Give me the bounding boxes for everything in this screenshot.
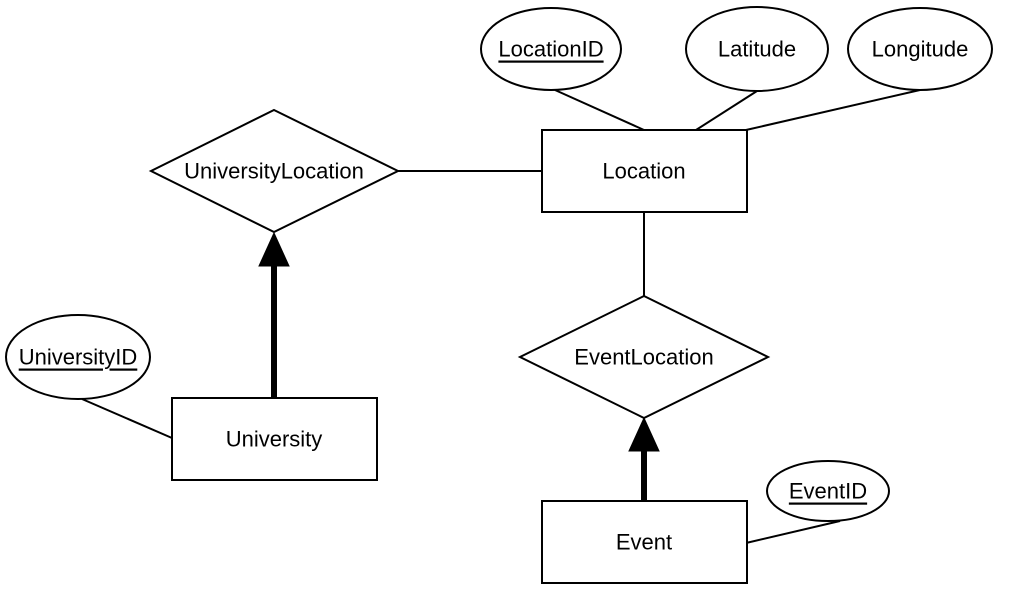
attribute-locationid: LocationID <box>480 7 622 91</box>
connector-locationid-location <box>554 89 645 131</box>
relationship-eventlocation-label: EventLocation <box>574 345 713 370</box>
arrowhead-eventlocation <box>628 416 660 452</box>
entity-university: University <box>171 397 378 481</box>
arrowhead-universitylocation <box>258 231 290 267</box>
attribute-eventid: EventID <box>766 460 890 522</box>
entity-university-label: University <box>226 427 323 452</box>
entity-location: Location <box>541 129 748 213</box>
entity-location-label: Location <box>602 159 685 184</box>
relationship-eventlocation: EventLocation <box>517 294 771 420</box>
connector-latitude-location <box>695 90 758 131</box>
relationship-universitylocation: UniversityLocation <box>148 108 401 234</box>
attribute-universityid-label: UniversityID <box>19 345 138 370</box>
entity-event: Event <box>541 500 748 584</box>
relationship-universitylocation-label: UniversityLocation <box>184 159 364 184</box>
connector-eventid-event <box>745 520 841 544</box>
attribute-universityid: UniversityID <box>5 314 151 400</box>
attribute-longitude: Longitude <box>847 7 993 91</box>
entity-event-label: Event <box>616 530 672 555</box>
attribute-longitude-label: Longitude <box>872 37 969 62</box>
connector-universityid-university <box>81 398 173 439</box>
connector-longitude-location <box>745 89 921 131</box>
attribute-latitude-label: Latitude <box>718 37 796 62</box>
attribute-locationid-label: LocationID <box>498 37 603 62</box>
attribute-eventid-label: EventID <box>789 479 867 504</box>
attribute-latitude: Latitude <box>685 6 829 92</box>
